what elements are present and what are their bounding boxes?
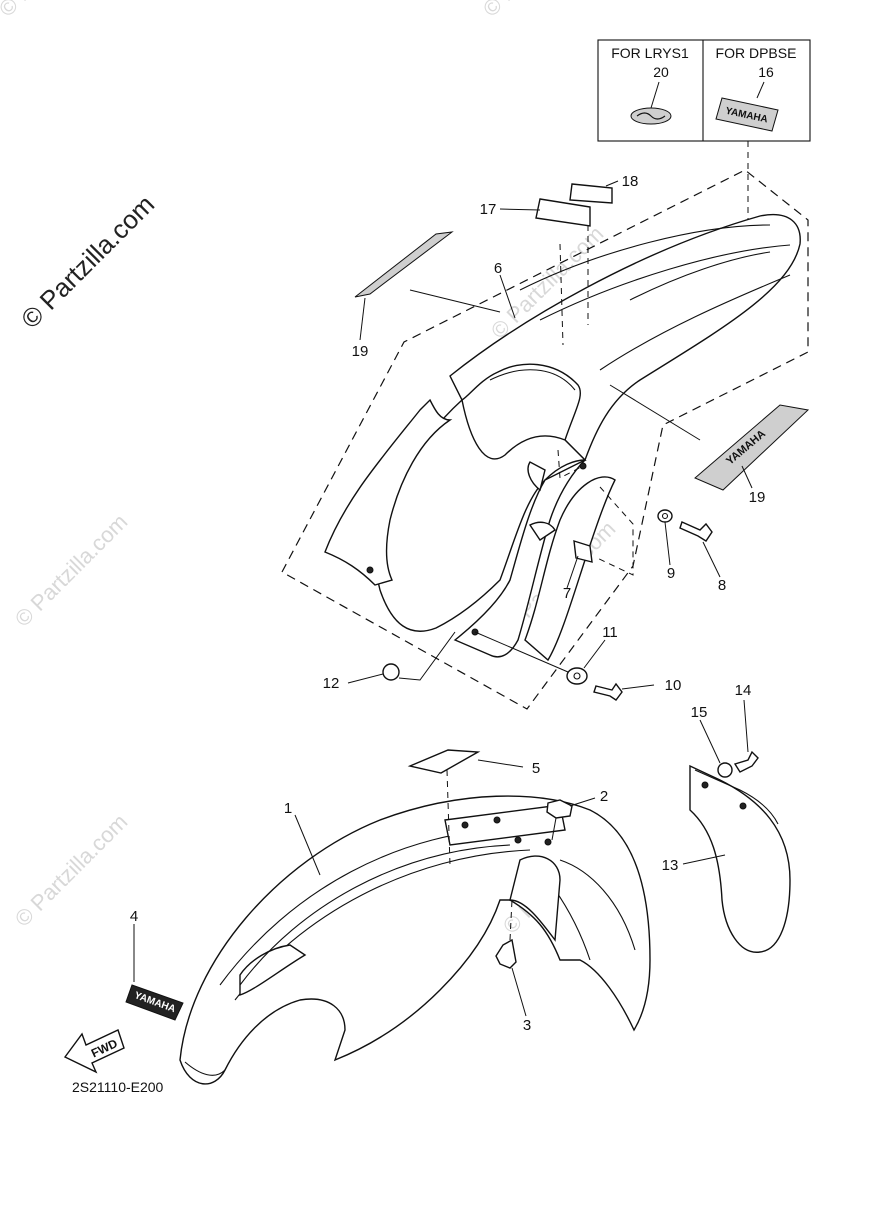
callout-14: 14 [735, 682, 752, 699]
diagram-code: 2S21110-E200 [72, 1079, 164, 1095]
callout-11: 11 [602, 624, 618, 641]
nut-2 [546, 799, 573, 819]
rear-fender-dashed-outline [281, 169, 809, 710]
callout-2: 2 [600, 788, 608, 805]
variant-box-frame [597, 39, 811, 142]
callout-3: 3 [523, 1017, 531, 1034]
decal-4 [125, 984, 184, 1021]
variant-right-number: 16 [758, 64, 774, 80]
collar-11 [566, 667, 588, 685]
bolt-8 [679, 521, 713, 542]
callout-12: 12 [323, 675, 340, 692]
callout-19-right: 19 [749, 489, 766, 506]
callout-10: 10 [665, 677, 682, 694]
callout-18: 18 [622, 173, 639, 190]
washer-9 [657, 509, 673, 523]
callout-4: 4 [130, 908, 138, 925]
decal-19-left [354, 231, 454, 298]
watermark-main: © Partzilla.com [15, 189, 160, 334]
rear-fender [324, 214, 801, 662]
variant-left-title: FOR LRYS1 [611, 45, 689, 61]
pad-5 [407, 749, 481, 774]
callout-6: 6 [494, 260, 502, 277]
watermark-faint: © Partzilla.com [0, 0, 116, 22]
washer-15 [717, 762, 733, 778]
decal-16 [715, 97, 779, 132]
callout-8: 8 [718, 577, 726, 594]
variant-box: FOR LRYS1 20 FOR DPBSE 16 YAMAHA [597, 39, 811, 142]
callout-5: 5 [532, 760, 540, 777]
callout-13: 13 [662, 857, 679, 874]
watermark-faint: © Partzilla.com [10, 809, 133, 932]
watermark-faint: © Partzilla.com [478, 0, 601, 22]
callout-15: 15 [691, 704, 708, 721]
callout-numbers: 1 2 3 4 5 6 7 8 9 10 11 12 13 14 15 17 1… [130, 173, 766, 1034]
watermark-faint: © Partzilla.com [10, 509, 133, 632]
leader-16 [756, 81, 765, 99]
grommet-12 [382, 663, 400, 681]
decal-19-right [694, 404, 810, 491]
callout-9: 9 [667, 565, 675, 582]
callout-7: 7 [563, 585, 571, 602]
bolt-14 [733, 750, 759, 773]
pad-17 [535, 198, 591, 227]
callout-leaders [133, 180, 753, 1017]
front-fender [179, 795, 651, 1085]
variant-left-number: 20 [653, 64, 669, 80]
emblem-sticker-20-mark [636, 112, 666, 120]
callout-17: 17 [480, 201, 497, 218]
variant-right-title: FOR DPBSE [716, 45, 797, 61]
fwd-arrow: FWD [63, 1029, 125, 1074]
mud-flap-13 [689, 764, 791, 953]
callout-1: 1 [284, 800, 292, 817]
bolt-3 [495, 938, 517, 969]
bolt-10 [593, 682, 623, 701]
leader-20 [650, 81, 660, 109]
nut-7 [573, 540, 593, 563]
callout-19-left: 19 [352, 343, 369, 360]
pad-18 [569, 183, 613, 204]
